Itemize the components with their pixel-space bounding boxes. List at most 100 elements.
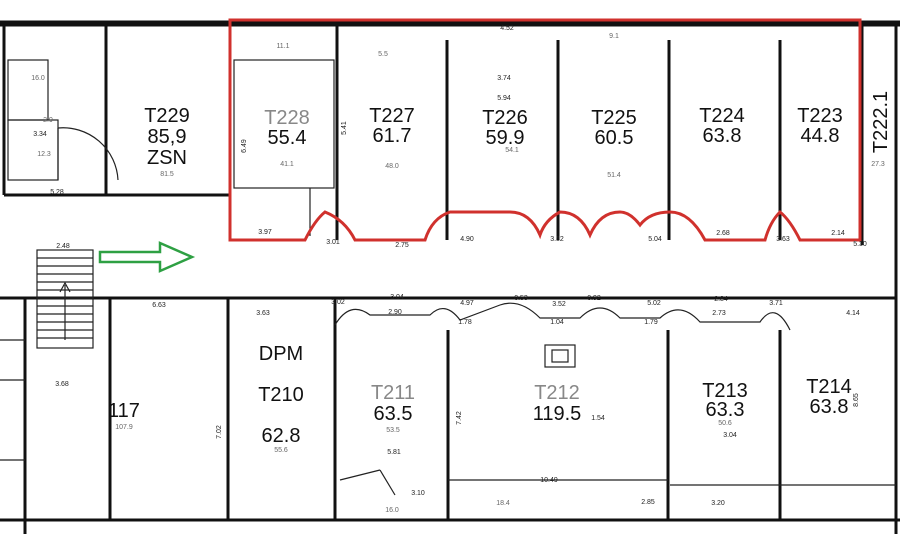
dimension: 4.97: [460, 300, 474, 307]
dimension: 2.68: [716, 230, 730, 237]
dimension: 3.68: [55, 381, 69, 388]
room-t224-label: T224: [699, 105, 745, 127]
dimension: 8.65: [853, 393, 860, 407]
dimension: 3.10: [411, 490, 425, 497]
room-t228-label: T228: [264, 107, 310, 129]
dimension: 3.02: [331, 299, 345, 306]
dimension: 3.63: [256, 310, 270, 317]
room-t225-area: 60.5: [595, 127, 634, 149]
room-t229-small: 81.5: [160, 171, 174, 178]
dimension: 5.02: [647, 300, 661, 307]
dimension: 0.92: [587, 295, 601, 302]
dimension: 6.63: [152, 302, 166, 309]
room-t214-area: 63.8: [810, 396, 849, 418]
dimension: 3.74: [497, 75, 511, 82]
small-area: 5.5: [378, 51, 388, 58]
dimension: 3.97: [258, 229, 272, 236]
room-t229-area: 85,9: [148, 126, 187, 148]
dimension: 2.48: [56, 243, 70, 250]
room-t229-label: T229: [144, 105, 190, 127]
room-t226-small: 54.1: [505, 147, 519, 154]
walls: [0, 20, 900, 534]
dimension: 10.49: [540, 477, 558, 484]
dimension: 3.71: [769, 300, 783, 307]
dimension-labels: 3.97 3.01 2.75 4.90 3.52 5.04 2.68 3.63 …: [33, 25, 867, 507]
small-area: 11.1: [276, 43, 289, 50]
room-t211-label: T211: [371, 382, 415, 404]
dimension: 3.04: [390, 294, 404, 301]
small-area: 16.0: [31, 75, 45, 82]
dimension: 3.52: [550, 236, 564, 243]
room-t226-label: T226: [482, 107, 528, 129]
room-t210-label: T210: [258, 384, 304, 406]
small-area: 18.4: [496, 500, 510, 507]
dimension: 2.73: [712, 310, 726, 317]
small-area-labels: 16.0 2.9 12.3 11.1 5.5 9.1 16.0 18.4: [31, 33, 619, 514]
small-area: 12.3: [37, 151, 51, 158]
highlight-outline: [228, 18, 862, 242]
room-t210-small: 55.6: [274, 447, 288, 454]
room-t228-small: 41.1: [280, 161, 294, 168]
dimension: 0.53: [514, 295, 528, 302]
small-area: 2.9: [43, 117, 53, 124]
room-t210-sub: DPM: [259, 343, 303, 365]
room-t226-area: 59.9: [486, 127, 525, 149]
dimension: 3.01: [326, 239, 340, 246]
dimension: 1.04: [550, 319, 564, 326]
room-t223-label: T223: [797, 105, 843, 127]
dimension: 2.84: [714, 296, 728, 303]
dimension: 4.90: [460, 236, 474, 243]
dimension: 2.14: [831, 230, 845, 237]
direction-arrow-icon: [98, 241, 196, 273]
dimension: 4.14: [846, 310, 860, 317]
dimension: 2.75: [395, 242, 409, 249]
dimension: 3.04: [723, 432, 737, 439]
dimension: 5.04: [648, 236, 662, 243]
room-t227-area: 61.7: [373, 125, 412, 147]
dimension: 1.79: [644, 319, 658, 326]
room-t212-area: 119.5: [533, 403, 582, 425]
dimension: 5.81: [387, 449, 401, 456]
room-labels: T229 85,9 ZSN 81.5 T228 55.4 41.1 T227 6…: [108, 91, 892, 454]
room-t2221-label: T222.1: [870, 91, 892, 153]
room-117-small: 107.9: [115, 424, 133, 431]
dimension: 4.52: [500, 25, 514, 32]
room-t213-small: 50.6: [718, 420, 732, 427]
room-t225-small: 51.4: [607, 172, 621, 179]
room-t227-label: T227: [369, 105, 415, 127]
dimension: 5.41: [341, 121, 348, 135]
small-area: 9.1: [609, 33, 619, 40]
room-t210-area: 62.8: [262, 425, 301, 447]
dimension: 3.63: [776, 236, 790, 243]
room-t229-sub: ZSN: [147, 147, 187, 169]
dimension: 3.34: [33, 131, 47, 138]
dimension: 5.28: [50, 189, 64, 196]
room-t228-area: 55.4: [268, 127, 307, 149]
room-t224-area: 63.8: [703, 125, 742, 147]
dimension: 3.20: [711, 500, 725, 507]
room-117-label: 117: [108, 400, 140, 422]
room-t223-area: 44.8: [801, 125, 840, 147]
dimension: 5.94: [497, 95, 511, 102]
dimension: 7.02: [216, 425, 223, 439]
room-t225-label: T225: [591, 107, 637, 129]
dimension: 3.52: [552, 301, 566, 308]
room-t213-area: 63.3: [706, 399, 745, 421]
room-t214-label: T214: [806, 376, 852, 398]
room-t2221-small: 27.3: [871, 161, 885, 168]
dimension: 6.49: [241, 139, 248, 153]
dimension: 1.54: [591, 415, 605, 422]
room-t213-label: T213: [702, 380, 748, 402]
room-t211-small: 53.5: [386, 427, 400, 434]
small-area: 16.0: [385, 507, 399, 514]
dimension: 1.78: [458, 319, 472, 326]
room-t212-label: T212: [534, 382, 580, 404]
dimension: 2.85: [641, 499, 655, 506]
dimension: 7.42: [456, 411, 463, 425]
room-t211-area: 63.5: [374, 403, 413, 425]
dimension: 2.90: [388, 309, 402, 316]
stair-icon: [36, 249, 94, 349]
dimension: 5.30: [853, 241, 867, 248]
room-t227-small: 48.0: [385, 163, 399, 170]
